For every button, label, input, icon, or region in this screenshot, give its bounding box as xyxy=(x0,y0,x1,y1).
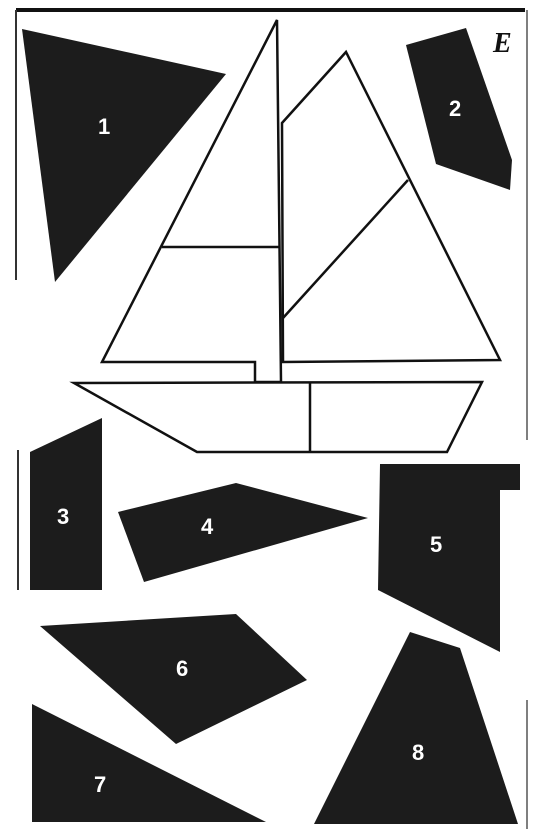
piece-1-label: 1 xyxy=(98,114,110,139)
piece-2-label: 2 xyxy=(449,96,461,121)
piece-1[interactable]: 1 xyxy=(22,29,226,282)
piece-4-shape xyxy=(118,483,368,582)
puzzle-letter: E xyxy=(492,28,512,59)
piece-5[interactable]: 5 xyxy=(378,464,520,652)
piece-6-label: 6 xyxy=(176,656,188,681)
piece-4[interactable]: 4 xyxy=(118,483,368,582)
piece-7-shape xyxy=(32,704,266,822)
piece-3[interactable]: 3 xyxy=(30,418,102,590)
piece-8-shape xyxy=(314,632,518,824)
piece-5-label: 5 xyxy=(430,532,442,557)
piece-8-label: 8 xyxy=(412,740,424,765)
piece-5-shape xyxy=(378,464,520,652)
piece-8[interactable]: 8 xyxy=(314,632,518,824)
piece-6[interactable]: 6 xyxy=(40,614,307,744)
hull-outline xyxy=(74,382,482,452)
piece-7-label: 7 xyxy=(94,772,106,797)
piece-6-shape xyxy=(40,614,307,744)
piece-3-label: 3 xyxy=(57,504,69,529)
piece-4-label: 4 xyxy=(201,514,214,539)
piece-1-shape xyxy=(22,29,226,282)
piece-7[interactable]: 7 xyxy=(32,704,266,822)
jib-sail-divider xyxy=(283,180,408,318)
